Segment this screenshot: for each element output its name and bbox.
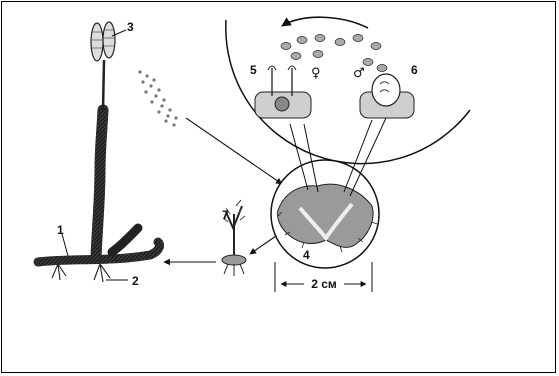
antheridium: [360, 74, 414, 118]
label-4: 4: [303, 248, 310, 262]
label-5: 5: [250, 63, 257, 77]
spores-cloud: [138, 70, 177, 126]
label-2: 2: [132, 274, 139, 288]
label-7: 7: [222, 208, 229, 222]
gametophyte-circle: [271, 160, 379, 268]
label-3: 3: [127, 20, 134, 34]
male-symbol: ♂: [353, 66, 365, 81]
arrow-gametophyte-to-young-sporophyte: [250, 236, 276, 254]
roots: [52, 264, 110, 282]
archegonium: [255, 66, 311, 118]
gametangia-magnified-view: [226, 17, 470, 163]
arrow-spores-to-gametophyte: [186, 118, 282, 184]
label-6: 6: [411, 63, 418, 77]
sperm-cells: [281, 35, 387, 72]
scale-label: 2 см: [311, 277, 337, 291]
strobilus-left: [91, 23, 103, 61]
female-symbol: ♀: [311, 66, 321, 81]
arrow-sperm-movement: [282, 17, 368, 28]
label-1: 1: [57, 223, 64, 237]
strobilus-right: [103, 22, 115, 58]
sporophyte-plant: [38, 22, 160, 282]
